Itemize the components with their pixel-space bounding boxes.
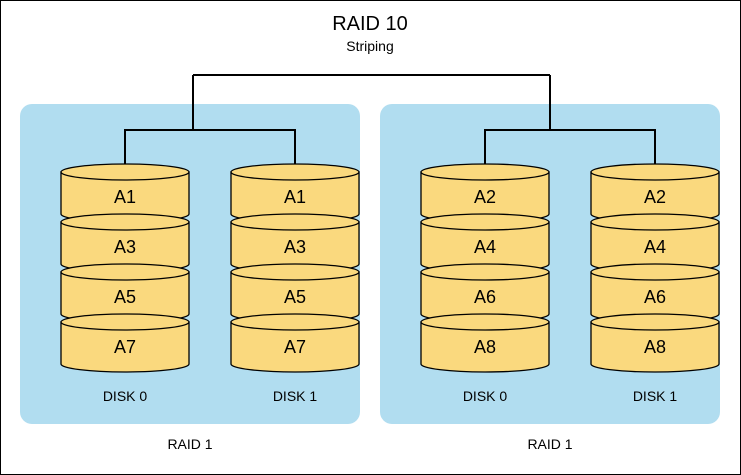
data-block-cylinder: A1 [230, 163, 360, 223]
disk-label: DISK 0 [463, 388, 508, 404]
cylinder-top [420, 213, 550, 231]
data-block-label: A2 [474, 187, 496, 207]
data-block-label: A2 [644, 187, 666, 207]
cylinder-top [230, 313, 360, 331]
diagram-title: RAID 10 [332, 13, 408, 35]
mirror-connector-line [124, 129, 296, 172]
data-block-cylinder: A7 [230, 313, 360, 373]
data-block-cylinder: A5 [60, 263, 190, 323]
cylinder-top [420, 163, 550, 181]
cylinder-top [590, 163, 720, 181]
data-block-cylinder: A5 [230, 263, 360, 323]
data-block-cylinder: A7 [60, 313, 190, 373]
data-block-label: A1 [114, 187, 136, 207]
wires-layer [124, 74, 656, 172]
cylinder-top [590, 263, 720, 281]
data-block-cylinder: A3 [230, 213, 360, 273]
cylinder-body [590, 321, 720, 373]
diagram-subtitle: Striping [346, 38, 393, 54]
cylinder-top [590, 313, 720, 331]
cylinder-top [60, 213, 190, 231]
cylinder-top [230, 163, 360, 181]
data-block-label: A7 [284, 337, 306, 357]
data-block-cylinder: A3 [60, 213, 190, 273]
data-block-cylinder: A6 [420, 263, 550, 323]
data-block-label: A7 [114, 337, 136, 357]
disk-label: DISK 1 [273, 388, 318, 404]
data-block-label: A8 [474, 337, 496, 357]
raid1-group-label: RAID 1 [527, 436, 572, 452]
disk-label: DISK 1 [633, 388, 678, 404]
data-block-cylinder: A2 [590, 163, 720, 223]
raid1-group-label: RAID 1 [167, 436, 212, 452]
data-block-label: A3 [284, 237, 306, 257]
cylinder-body [60, 321, 190, 373]
mirror-connector-line [484, 129, 656, 172]
cylinder-body [230, 321, 360, 373]
data-block-label: A6 [474, 287, 496, 307]
cylinder-top [60, 313, 190, 331]
data-block-label: A4 [644, 237, 666, 257]
data-block-label: A4 [474, 237, 496, 257]
data-block-cylinder: A4 [420, 213, 550, 273]
data-block-cylinder: A6 [590, 263, 720, 323]
data-block-label: A5 [114, 287, 136, 307]
cylinder-body [420, 321, 550, 373]
data-block-label: A8 [644, 337, 666, 357]
data-block-cylinder: A2 [420, 163, 550, 223]
cylinder-top [420, 263, 550, 281]
cylinder-top [60, 263, 190, 281]
data-block-label: A5 [284, 287, 306, 307]
cylinder-top [420, 313, 550, 331]
cylinder-top [230, 263, 360, 281]
data-block-cylinder: A8 [590, 313, 720, 373]
data-block-label: A3 [114, 237, 136, 257]
data-block-cylinder: A8 [420, 313, 550, 373]
cylinder-top [60, 163, 190, 181]
cylinder-top [230, 213, 360, 231]
cylinder-top [590, 213, 720, 231]
data-block-cylinder: A1 [60, 163, 190, 223]
disk-label: DISK 0 [103, 388, 148, 404]
data-block-label: A1 [284, 187, 306, 207]
data-block-cylinder: A4 [590, 213, 720, 273]
data-block-label: A6 [644, 287, 666, 307]
